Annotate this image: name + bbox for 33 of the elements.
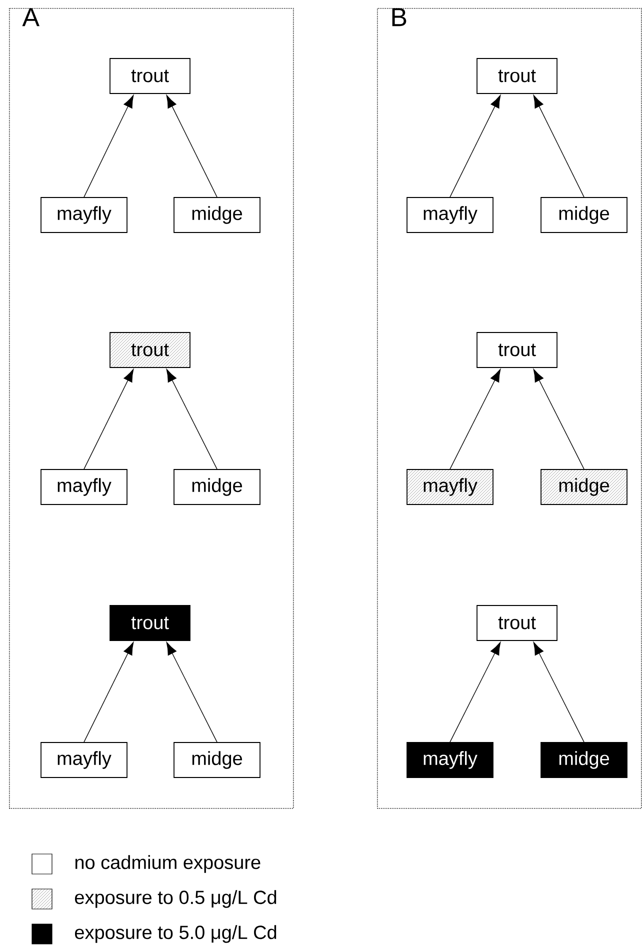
arrow — [533, 642, 584, 742]
species-box: trout — [476, 332, 558, 368]
species-box: trout — [476, 605, 558, 641]
species-box: midge — [174, 469, 260, 505]
species-box: trout — [110, 332, 190, 368]
species-box: midge — [540, 742, 628, 778]
arrow — [84, 94, 134, 198]
arrow — [450, 642, 501, 742]
species-box: midge — [174, 197, 260, 233]
species-box: mayfly — [406, 469, 494, 505]
legend-text: exposure to 5.0 μg/L Cd — [75, 925, 276, 943]
arrow — [533, 94, 584, 198]
species-box: midge — [540, 197, 628, 233]
species-box: mayfly — [406, 742, 494, 778]
species-box: midge — [174, 742, 260, 778]
species-box: trout — [110, 605, 190, 641]
arrow — [450, 94, 501, 198]
species-box: mayfly — [40, 742, 128, 778]
species-box: trout — [476, 58, 558, 94]
legend-text: no cadmium exposure — [75, 855, 260, 873]
species-box: trout — [110, 58, 190, 94]
arrow — [166, 368, 218, 470]
arrow — [84, 368, 134, 470]
arrow — [84, 642, 134, 742]
arrow — [533, 368, 584, 470]
species-box: mayfly — [406, 197, 494, 233]
species-box: mayfly — [40, 469, 128, 505]
arrow — [166, 94, 218, 198]
arrow — [166, 642, 218, 742]
arrow — [450, 368, 501, 470]
species-box: midge — [540, 469, 628, 505]
legend-text: exposure to 0.5 μg/L Cd — [75, 890, 276, 908]
species-box: mayfly — [40, 197, 128, 233]
